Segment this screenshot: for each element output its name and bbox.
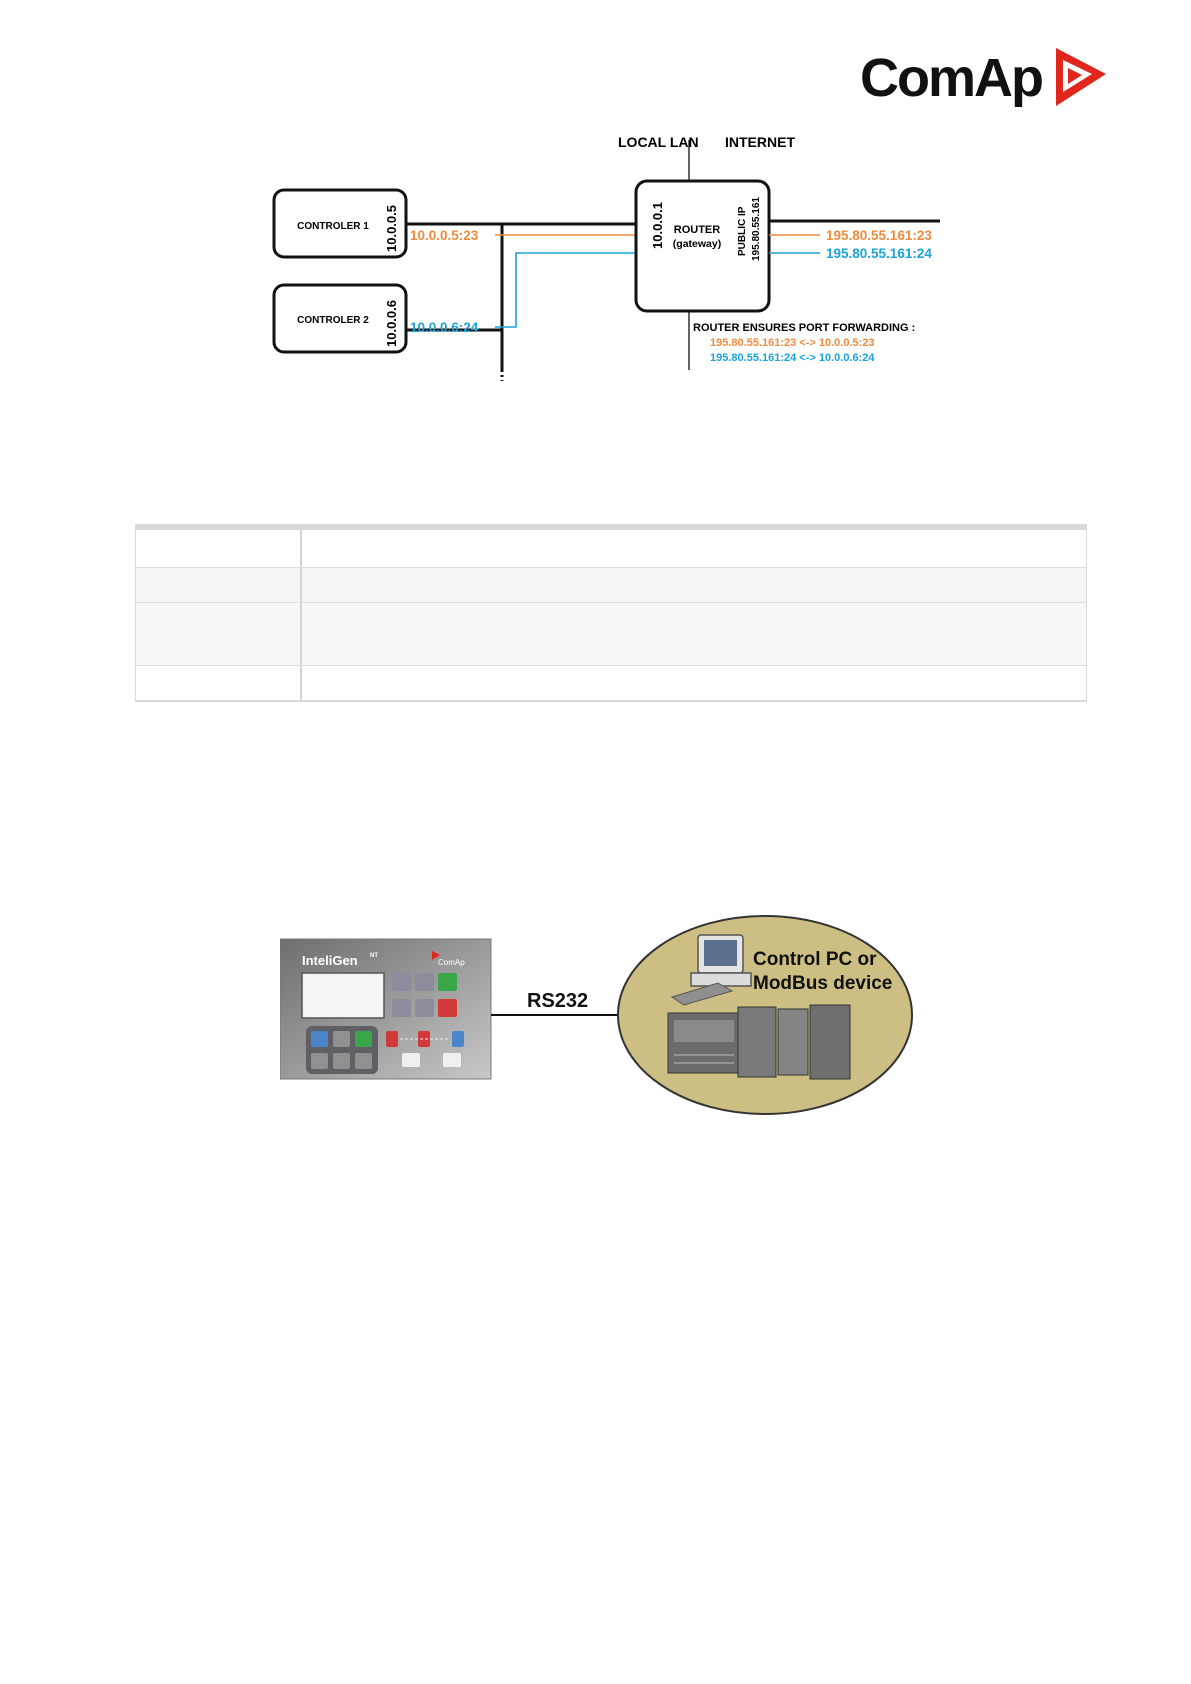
controller-buttons [306, 973, 464, 1074]
target-label-line2: ModBus device [753, 973, 892, 994]
internet-label: INTERNET [725, 134, 795, 150]
pc-icon [670, 934, 752, 1006]
controller-1-port-label: 10.0.0.5:23 [410, 228, 479, 243]
public-ip-caption: PUBLIC IP [737, 206, 748, 256]
rs232-diagram: InteliGen NT ComAp [280, 915, 913, 1115]
table-cell-label [136, 603, 302, 665]
public-port-24: 195.80.55.161:24 [826, 246, 932, 261]
target-label-line1: Control PC or [753, 949, 877, 970]
controller-brand-sup: NT [370, 953, 378, 959]
table-cell-label [136, 666, 302, 700]
router-subtitle: (gateway) [673, 238, 721, 250]
blue-lan-line [495, 252, 636, 328]
controller-display [301, 972, 385, 1019]
local-lan-label: LOCAL LAN [618, 134, 699, 150]
logo-arrow-icon [1056, 48, 1106, 106]
controller-maker: ComAp [438, 958, 465, 967]
forwarding-title: ROUTER ENSURES PORT FORWARDING : [693, 322, 915, 334]
controller-1-name: CONTROLER 1 [297, 221, 369, 232]
forwarding-rule-1: 195.80.55.161:23 <-> 10.0.0.5:23 [710, 337, 875, 349]
table-cell-label [136, 568, 302, 602]
router-lan-ip: 10.0.0.1 [650, 202, 665, 249]
controller-1-ip: 10.0.0.5 [384, 205, 399, 252]
table-cell-value [302, 666, 1086, 700]
forwarding-rule-2: 195.80.55.161:24 <-> 10.0.0.6:24 [710, 352, 875, 364]
table-row [136, 568, 1086, 603]
modbus-device-icon [667, 1004, 851, 1080]
controller-2-box [272, 283, 408, 354]
comap-logo: ComAp [860, 48, 1106, 108]
public-port-23: 195.80.55.161:23 [826, 228, 932, 243]
router-box [634, 179, 771, 313]
table-cell-value [302, 603, 1086, 665]
inteligen-controller: InteliGen NT ComAp [280, 938, 492, 1080]
router-title: ROUTER [674, 224, 721, 236]
controller-brand: InteliGen [302, 953, 358, 968]
table-row [136, 603, 1086, 666]
table-cell-label [136, 530, 302, 567]
port-forwarding-diagram: LOCAL LAN INTERNET CONTROLER 1 10.0.0.5 … [272, 134, 940, 381]
controller-2-ip: 10.0.0.6 [384, 300, 399, 347]
comap-mini-logo-icon [432, 951, 440, 960]
logo-text: ComAp [860, 48, 1042, 108]
table-row [136, 666, 1086, 700]
table-cell-value [302, 530, 1086, 567]
table-row [136, 530, 1086, 568]
info-table [135, 524, 1087, 702]
table-cell-value [302, 568, 1086, 602]
public-ip-value: 195.80.55.161 [751, 197, 762, 261]
rs232-label: RS232 [527, 990, 588, 1012]
controller-2-name: CONTROLER 2 [297, 315, 369, 326]
controller-2-port-label: 10.0.0.6:24 [410, 320, 479, 335]
